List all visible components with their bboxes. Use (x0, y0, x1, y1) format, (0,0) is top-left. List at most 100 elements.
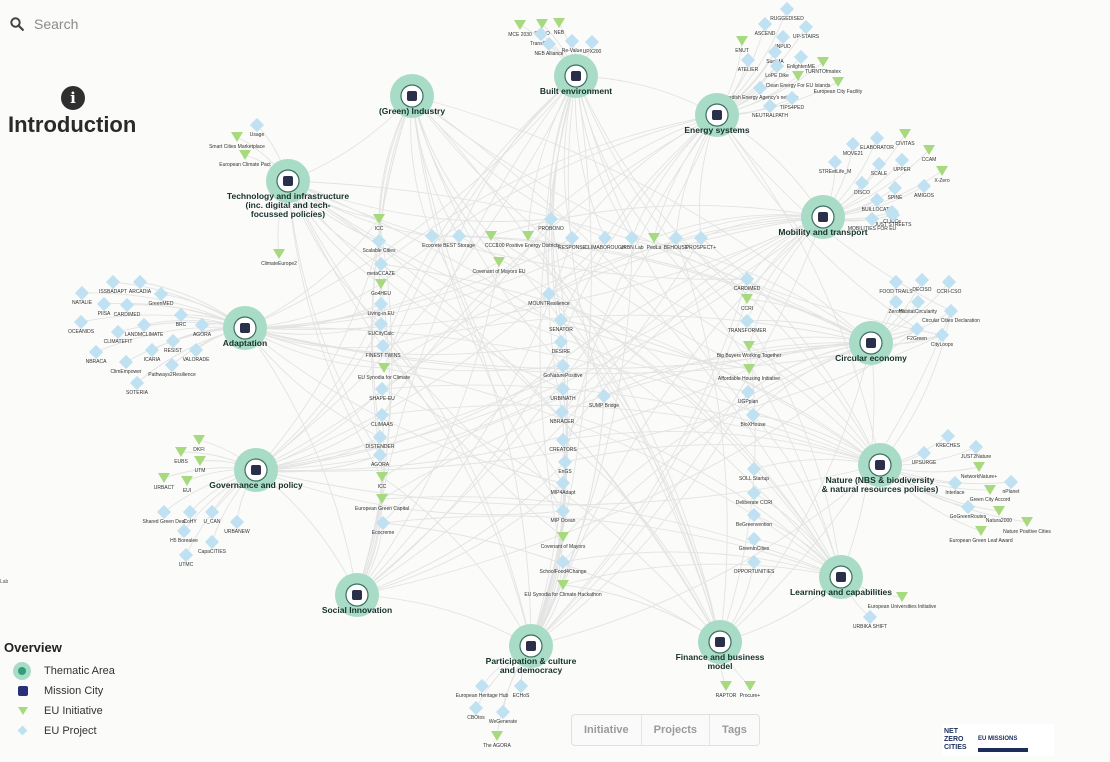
eu-initiative-node[interactable]: EU Synodia for Climate Hackathon (524, 580, 602, 598)
eu-initiative-node[interactable]: NetworkNature+ (961, 462, 997, 480)
eu-initiative-node[interactable]: European Climate Pact (219, 150, 271, 168)
eu-initiative-node[interactable]: ICC (376, 472, 388, 490)
eu-project-node[interactable]: CBOtos (467, 700, 485, 721)
eu-initiative-node[interactable]: European City Facility (814, 77, 863, 95)
eu-project-node[interactable]: MOBILITIES FOR EU (848, 211, 897, 232)
thematic-area-built[interactable]: Built environment (540, 54, 612, 98)
thematic-area-adaptation[interactable]: Adaptation (223, 306, 267, 350)
eu-project-node[interactable]: CLIMAAS (371, 407, 394, 428)
eu-project-node[interactable]: NEUTRALPATH (752, 98, 788, 119)
eu-initiative-node[interactable]: Procure+ (740, 681, 761, 699)
eu-project-node[interactable]: PROSPECT+ (686, 230, 717, 251)
eu-initiative-node[interactable]: Smart Cities Marketplace (209, 132, 265, 150)
eu-project-node[interactable]: TIPS4PED (780, 90, 805, 111)
eu-initiative-node[interactable]: Big Buyers Working Together (717, 341, 782, 359)
eu-project-node[interactable]: ZeroW (889, 294, 904, 315)
eu-project-node[interactable]: OCEANIDS (68, 314, 95, 335)
eu-project-node[interactable]: BioXHouse (740, 407, 766, 428)
eu-initiative-node[interactable]: European Green Leaf Award (949, 526, 1013, 544)
eu-project-node[interactable]: MIP4Adapt (551, 475, 576, 496)
eu-project-node[interactable]: OPPORTUNITIES (734, 554, 775, 575)
eu-initiative-node[interactable]: ENUT (735, 36, 749, 54)
eu-project-node[interactable]: CoHY (182, 504, 197, 525)
eu-project-node[interactable]: ISSBADAPT (99, 274, 127, 295)
eu-project-node[interactable]: MOVE21 (843, 136, 864, 157)
eu-initiative-node[interactable]: Covenant of Mayors (541, 532, 586, 550)
eu-project-node[interactable]: ARCADIA (129, 274, 152, 295)
eu-project-node[interactable]: RESIST (164, 333, 182, 354)
eu-initiative-node[interactable]: ICC (373, 214, 385, 232)
eu-project-node[interactable]: U_CAN (204, 504, 221, 525)
eu-project-node[interactable]: CARDIMED (114, 297, 141, 318)
eu-project-node[interactable]: NATALIE (72, 285, 93, 306)
eu-project-node[interactable]: CCRI-CSO (937, 274, 962, 295)
eu-project-node[interactable]: EnGS (557, 454, 572, 475)
eu-project-node[interactable]: DISTENDER (366, 429, 395, 450)
thematic-area-tech[interactable]: Technology and infrastructure(inc. digit… (227, 159, 349, 219)
eu-project-node[interactable]: DISCO (854, 175, 870, 196)
eu-project-node[interactable]: UTMC (179, 547, 194, 568)
eu-initiative-node[interactable]: NEB (553, 18, 565, 36)
search-input[interactable] (34, 16, 254, 32)
eu-initiative-node[interactable]: 100 Positive Energy Districts (496, 231, 560, 249)
eu-project-node[interactable]: URBIKA SHIFT (853, 609, 887, 630)
eu-project-node[interactable]: AGORA (371, 447, 390, 468)
tab-initiative[interactable]: Initiative (572, 715, 642, 745)
eu-initiative-node[interactable]: Clean Energy For EU Islands (766, 71, 831, 89)
thematic-area-energy[interactable]: Energy systems (684, 93, 750, 137)
tab-tags[interactable]: Tags (722, 724, 747, 736)
eu-initiative-node[interactable]: MCE 2030 (508, 20, 532, 38)
eu-project-node[interactable]: ELABORATOR (860, 130, 894, 151)
eu-initiative-node[interactable]: Nature Positive Cities (1003, 517, 1051, 535)
eu-project-node[interactable]: TransCap (530, 26, 552, 47)
eu-initiative-node[interactable]: CCRI (741, 294, 753, 312)
eu-project-node[interactable]: SOLL Startup (739, 461, 769, 482)
eu-project-node[interactable]: DESIRE (552, 334, 571, 355)
eu-project-node[interactable]: INPUD (775, 29, 791, 50)
thematic-area-social[interactable]: Social Innovation (322, 573, 392, 617)
eu-initiative-node[interactable]: Affordable Housing Initiative (718, 364, 780, 382)
eu-project-node[interactable]: BUILLOCATE (862, 192, 893, 213)
eu-project-node[interactable]: CityLoops (931, 327, 954, 348)
eu-initiative-node[interactable]: Green City Accord (970, 485, 1011, 503)
eu-project-node[interactable]: ClimEmpower (110, 354, 142, 375)
eu-project-node[interactable]: BRC (173, 307, 189, 328)
eu-project-node[interactable]: WeGenerate (489, 704, 517, 725)
eu-project-node[interactable]: UPPER (893, 152, 911, 173)
eu-initiative-node[interactable]: Natura2000 (986, 506, 1012, 524)
eu-project-node[interactable]: CLIMATEFIT (104, 324, 133, 345)
eu-project-node[interactable]: Ecocrete (422, 228, 442, 249)
eu-project-node[interactable]: RESPONSE (558, 230, 587, 251)
eu-project-node[interactable]: SENATOR (549, 312, 573, 333)
eu-project-node[interactable]: Usage (250, 117, 265, 138)
eu-initiative-node[interactable]: Covenant of Mayors EU (472, 257, 526, 275)
eu-project-node[interactable]: F2Green (907, 321, 927, 342)
eu-project-node[interactable]: GoGreenRoutes (950, 499, 987, 520)
eu-project-node[interactable]: AGORA (193, 317, 212, 338)
eu-project-node[interactable]: nPlanet (1003, 474, 1021, 495)
eu-project-node[interactable]: CLIMABOROUGH (584, 230, 626, 251)
eu-project-node[interactable]: MOUNTResilience (528, 286, 570, 307)
eu-project-node[interactable]: DECISO (912, 272, 932, 293)
eu-project-node[interactable]: uRBN Lab (620, 230, 644, 251)
eu-project-node[interactable]: TRANSFORMER (728, 313, 767, 334)
eu-initiative-node[interactable]: EU Synodia for Climate (358, 363, 410, 381)
eu-project-node[interactable]: Deliberate CCRI (736, 485, 772, 506)
eu-project-node[interactable]: ASCEND (755, 16, 776, 37)
eu-initiative-node[interactable]: European Green Capital (355, 494, 409, 512)
thematic-area-mobility[interactable]: Mobility and transport (778, 195, 868, 239)
eu-project-node[interactable]: RUGGEDISED (770, 1, 804, 22)
eu-project-node[interactable]: Scalable Cities (362, 233, 396, 254)
eu-initiative-node[interactable]: UTM (194, 456, 206, 474)
eu-initiative-node[interactable]: EUBS (174, 447, 188, 465)
eu-project-node[interactable]: SchoolFood4Change (540, 554, 587, 575)
thematic-area-green-industry[interactable]: (Green) Industry (379, 74, 445, 118)
eu-initiative-node[interactable]: URBACT (154, 473, 175, 491)
eu-project-node[interactable]: Ecocreme (372, 515, 395, 536)
eu-project-node[interactable]: CARDIMED (734, 271, 761, 292)
eu-initiative-node[interactable]: TURNTOfmatex (805, 57, 841, 75)
eu-project-node[interactable]: Swedish Energy Agency's network (722, 80, 799, 101)
eu-project-node[interactable]: URBINATH (550, 381, 576, 402)
eu-project-node[interactable]: GreenMED (148, 286, 174, 307)
